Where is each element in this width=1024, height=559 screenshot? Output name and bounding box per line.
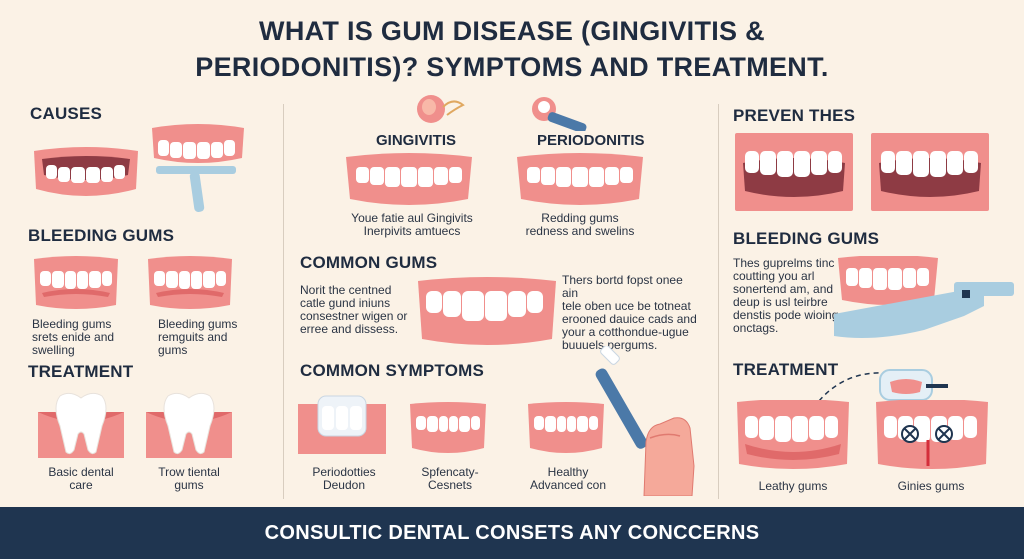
dental-tool-icon [879,369,948,401]
tooth-gums-illustration [146,392,232,458]
heading-bleeding-gums-left: BLEEDING GUMS [28,226,175,245]
gum-icon [417,95,465,123]
footer-banner: CONSULTIC DENTAL CONSETS ANY CONCCERNS [0,507,1024,559]
caption-treatment-ginies: Ginies gums [897,479,965,493]
heading-common-symptoms: COMMON SYMPTOMS [300,361,485,380]
heading-common-gums: COMMON GUMS [300,253,438,272]
caption-symptom-3: Healthy Advanced con [529,465,607,492]
bleeding-gums-tool-illustration [834,256,1014,338]
heading-treatment-right: TREATMENT [733,360,839,379]
hand-toothbrush-illustration [595,346,695,496]
caption-symptom-2: Spfencaty- Cesnets [421,465,479,492]
mouth-causes-illustration [34,147,138,196]
prevention-mouth-illustration-b [871,133,989,211]
caption-common-gums-right: Thers bortd fopst onee ain tele oben uce… [562,273,697,352]
toothbrush-icon [532,97,587,131]
caption-periodontitis: Redding gums redness and swelins [525,211,635,238]
prevention-mouth-illustration-a [735,133,853,211]
caption-symptom-1: Periodotties Deudon [312,465,376,492]
common-gums-mouth-illustration [418,277,556,345]
heading-preven: PREVEN THES [733,106,856,125]
heading-bleeding-gums-right: BLEEDING GUMS [733,229,880,248]
label-periodontitis: PERIODONITIS [537,132,645,149]
caption-basic-care: Basic dental care [48,465,114,492]
symptom-periodontitis-illustration [298,395,386,454]
divider-left [283,104,284,499]
treatment-gingivitis-gums-illustration [876,400,988,469]
symptom-spfencaty-illustration [410,402,486,453]
brushing-teeth-illustration [152,124,244,212]
caption-bleeding-right: Thes guprelms tinc coutting you arl sone… [733,256,839,335]
bleeding-gums-illustration-a [34,256,118,309]
label-gingivitis: GINGIVITIS [376,132,457,149]
caption-trow-gums: Trow tiental gums [158,465,220,492]
periodontitis-mouth-illustration [517,153,643,205]
footer-text: CONSULTIC DENTAL CONSETS ANY CONCCERNS [264,521,760,544]
caption-bleeding-a: Bleeding gums srets enide and swelling [32,317,115,357]
treatment-healthy-gums-illustration [737,400,849,469]
bleeding-gums-illustration-b [148,256,232,309]
caption-common-gums-left: Norit the centned catle gund iniuns cons… [300,283,408,336]
heading-causes: CAUSES [30,104,103,123]
caption-gingivitis: Youe fatie aul Gingivits Inerpivits amtu… [351,211,473,238]
tooth-basic-care-illustration [38,392,124,458]
divider-right [718,104,719,499]
caption-bleeding-b: Bleeding gums remguits and gums [158,317,238,357]
heading-treatment-left: TREATMENT [28,362,134,381]
title-line-2: PERIODONITIS)? SYMPTOMS AND TREATMENT. [195,52,829,82]
caption-treatment-healthy: Leathy gums [758,479,828,493]
gingivitis-mouth-illustration [346,153,472,205]
title-line-1: WHAT IS GUM DISEASE (GINGIVITIS & [259,16,765,46]
symptom-healthy-illustration [528,402,604,453]
